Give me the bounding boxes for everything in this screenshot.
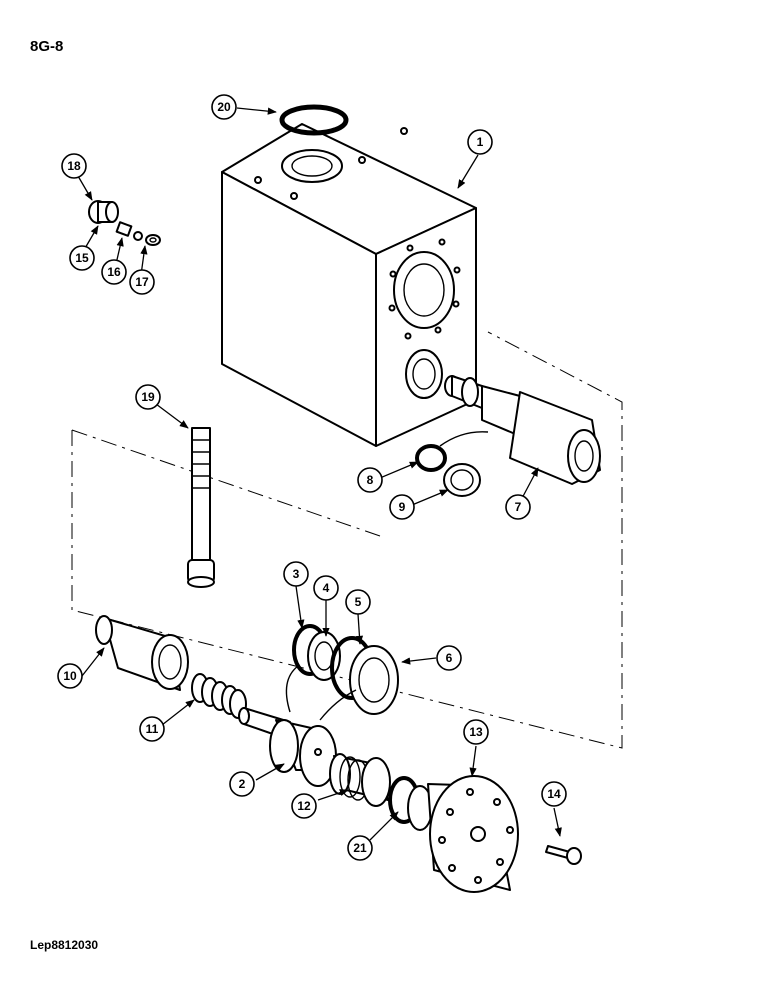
callout-17: 17	[129, 269, 155, 295]
svg-text:14: 14	[547, 787, 561, 801]
callout-4: 4	[313, 575, 339, 601]
svg-text:16: 16	[107, 265, 121, 279]
svg-text:2: 2	[239, 777, 246, 791]
spool	[238, 707, 341, 787]
callout-18: 18	[61, 153, 87, 179]
callout-16: 16	[101, 259, 127, 285]
reference-code: Lep8812030	[30, 938, 99, 952]
piston	[329, 753, 391, 807]
callout-13: 13	[463, 719, 489, 745]
small-screw	[545, 845, 582, 865]
callout-9: 9	[389, 494, 415, 520]
svg-text:1: 1	[477, 135, 484, 149]
svg-text:15: 15	[75, 251, 89, 265]
svg-text:19: 19	[141, 390, 155, 404]
svg-text:17: 17	[135, 275, 149, 289]
svg-text:13: 13	[469, 725, 483, 739]
svg-text:20: 20	[217, 100, 231, 114]
page-title: 8G-8	[30, 38, 64, 55]
relief-cartridge	[444, 375, 601, 485]
svg-text:4: 4	[323, 581, 330, 595]
callout-15: 15	[69, 245, 95, 271]
svg-text:8: 8	[367, 473, 374, 487]
o-ring-top	[279, 104, 349, 136]
callout-8: 8	[357, 467, 383, 493]
callout-20: 20	[211, 94, 237, 120]
spring	[191, 673, 247, 719]
callout-21: 21	[347, 835, 373, 861]
callout-19: 19	[135, 384, 161, 410]
svg-text:21: 21	[353, 841, 367, 855]
svg-text:9: 9	[399, 500, 406, 514]
callout-5: 5	[345, 589, 371, 615]
long-bolt	[187, 427, 215, 588]
svg-text:6: 6	[446, 651, 453, 665]
alignment-lines	[71, 331, 623, 749]
svg-text:3: 3	[293, 567, 300, 581]
svg-text:11: 11	[146, 722, 159, 736]
svg-text:5: 5	[355, 595, 362, 609]
callout-1: 1	[467, 129, 493, 155]
callout-11: 11	[139, 716, 165, 742]
callout-10: 10	[57, 663, 83, 689]
callout-3: 3	[283, 561, 309, 587]
svg-text:7: 7	[515, 500, 522, 514]
valve-body	[221, 123, 477, 447]
svg-text:10: 10	[63, 669, 77, 683]
plug-assembly	[88, 200, 161, 246]
callout-14: 14	[541, 781, 567, 807]
callout-2: 2	[229, 771, 255, 797]
svg-text:18: 18	[67, 159, 81, 173]
seal-rings-spool	[292, 624, 399, 715]
callout-7: 7	[505, 494, 531, 520]
svg-text:12: 12	[297, 799, 311, 813]
end-cover	[407, 775, 519, 893]
sleeve	[95, 615, 189, 691]
seal-rings-cartridge	[415, 444, 481, 497]
callout-6: 6	[436, 645, 462, 671]
callout-12: 12	[291, 793, 317, 819]
